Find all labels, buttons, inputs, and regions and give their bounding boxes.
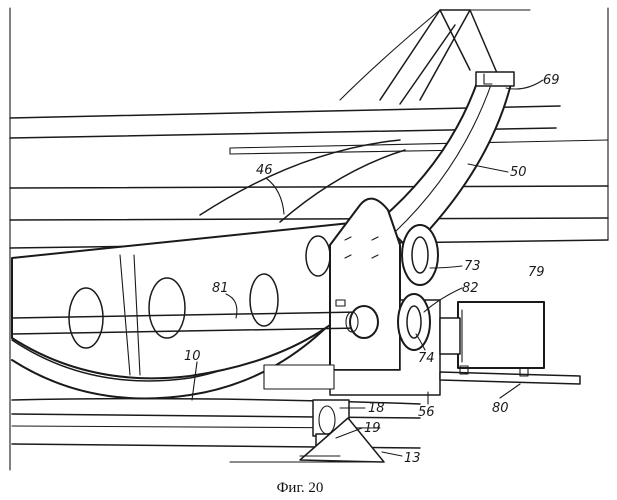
ref-79: 79 [528, 265, 545, 280]
ref-13: 13 [404, 451, 421, 466]
ref-50: 50 [510, 165, 527, 180]
ref-80: 80 [492, 401, 509, 416]
motor-box-79 [440, 302, 544, 368]
ref-19: 19 [364, 421, 381, 436]
ref-46: 46 [256, 163, 273, 178]
ref-69: 69 [543, 73, 560, 88]
carriage-18-19-13 [230, 400, 384, 462]
ref-81: 81 [212, 281, 229, 296]
ref-56: 56 [418, 405, 435, 420]
profile-arm-50 [380, 72, 514, 250]
ref-82: 82 [462, 281, 479, 296]
ref-10: 10 [184, 349, 201, 364]
ref-74: 74 [418, 351, 435, 366]
ref-73: 73 [464, 259, 481, 274]
ref-18: 18 [368, 401, 385, 416]
figure-caption: Фиг. 20 [277, 480, 324, 496]
